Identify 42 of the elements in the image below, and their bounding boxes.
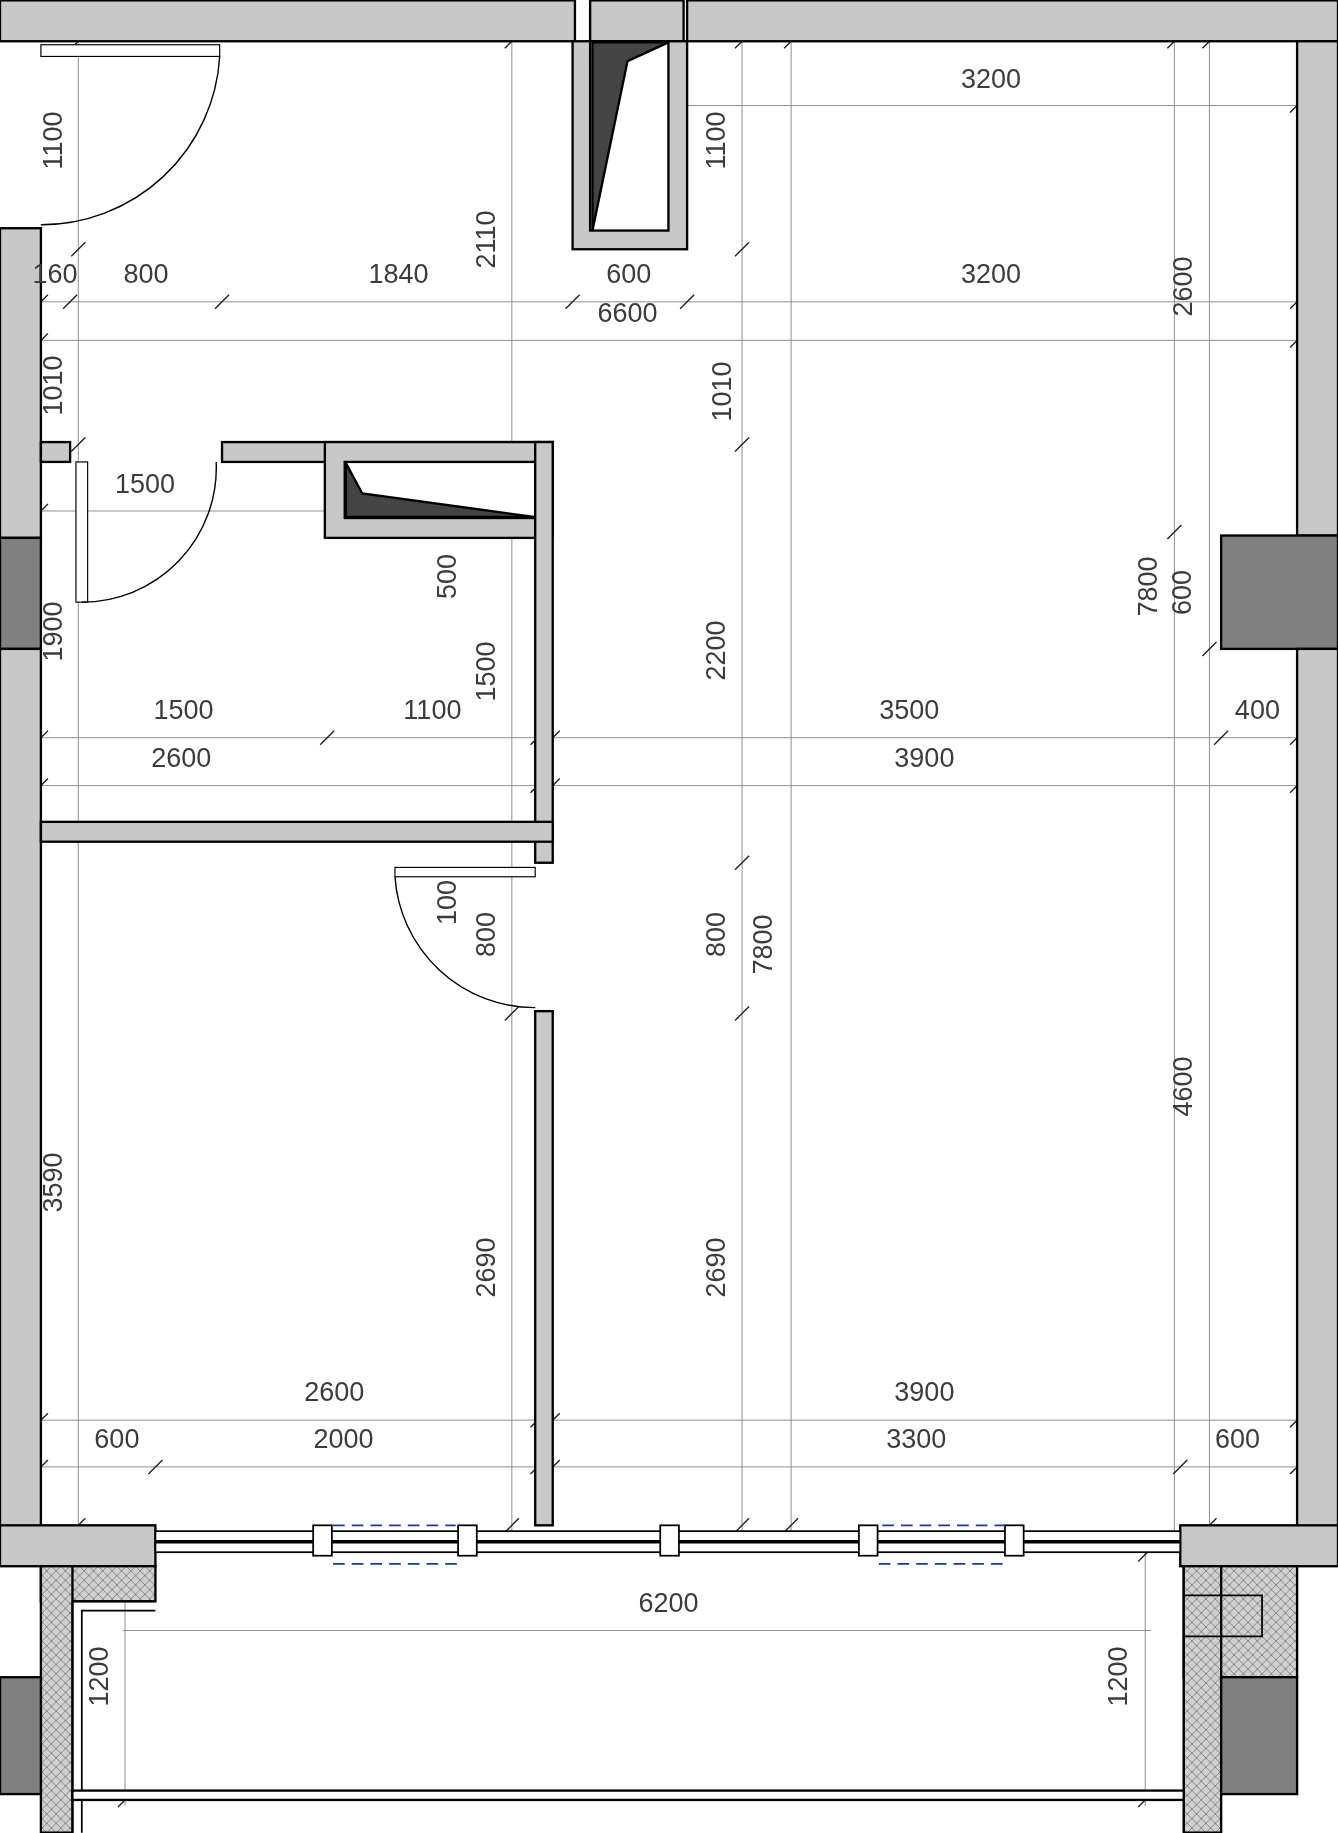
dimension-label: 3200: [960, 65, 1021, 93]
dimension-label: 3590: [39, 1152, 67, 1213]
dimension-label: 1840: [368, 261, 429, 289]
dimension-label: 400: [1234, 696, 1280, 724]
dimension-label: 800: [472, 912, 500, 958]
dimension-label: 2000: [313, 1426, 374, 1454]
dimension-label: 1900: [39, 601, 67, 662]
dimension-label: 7800: [749, 914, 777, 975]
dimension-label: 6200: [638, 1589, 699, 1617]
dimension-label: 800: [702, 912, 730, 958]
dimension-label: 1500: [472, 641, 500, 702]
dimension-label: 2110: [472, 210, 500, 269]
dimension-label: 2600: [1169, 256, 1197, 317]
dimension-label: 6600: [597, 299, 658, 327]
dimension-label: 1010: [39, 355, 67, 416]
dimension-label: 1500: [153, 696, 214, 724]
dimension-label: 600: [606, 261, 652, 289]
dimension-label: 3900: [894, 744, 955, 772]
dimension-label: 1500: [114, 471, 175, 499]
dimension-label: 2690: [472, 1237, 500, 1298]
dimension-label: 500: [434, 553, 462, 599]
dimension-label: 3200: [960, 261, 1021, 289]
dimension-label: 2600: [304, 1379, 365, 1407]
dimension-label: 3300: [886, 1426, 947, 1454]
dimension-label: 2600: [151, 744, 212, 772]
dimension-label: 1010: [708, 361, 736, 422]
dimension-label: 2690: [702, 1237, 730, 1298]
dimension-label: 1200: [85, 1646, 113, 1707]
dimension-label: 100: [434, 879, 462, 925]
dimension-label: 800: [123, 261, 169, 289]
dimension-label: 7800: [1134, 556, 1162, 617]
dimension-label: 600: [1215, 1426, 1261, 1454]
dimension-label: 3500: [879, 696, 940, 724]
dimension-label: 4600: [1169, 1056, 1197, 1117]
dimension-label: 1100: [702, 111, 730, 170]
dimension-label: 1200: [1104, 1646, 1132, 1707]
dimension-label: 600: [1169, 569, 1197, 615]
dimension-label: 3900: [894, 1379, 955, 1407]
dimension-label: 2200: [702, 620, 730, 681]
dimension-label: 1100: [403, 696, 462, 724]
dimension-label: 1100: [39, 111, 67, 170]
dimension-label: 600: [94, 1426, 140, 1454]
